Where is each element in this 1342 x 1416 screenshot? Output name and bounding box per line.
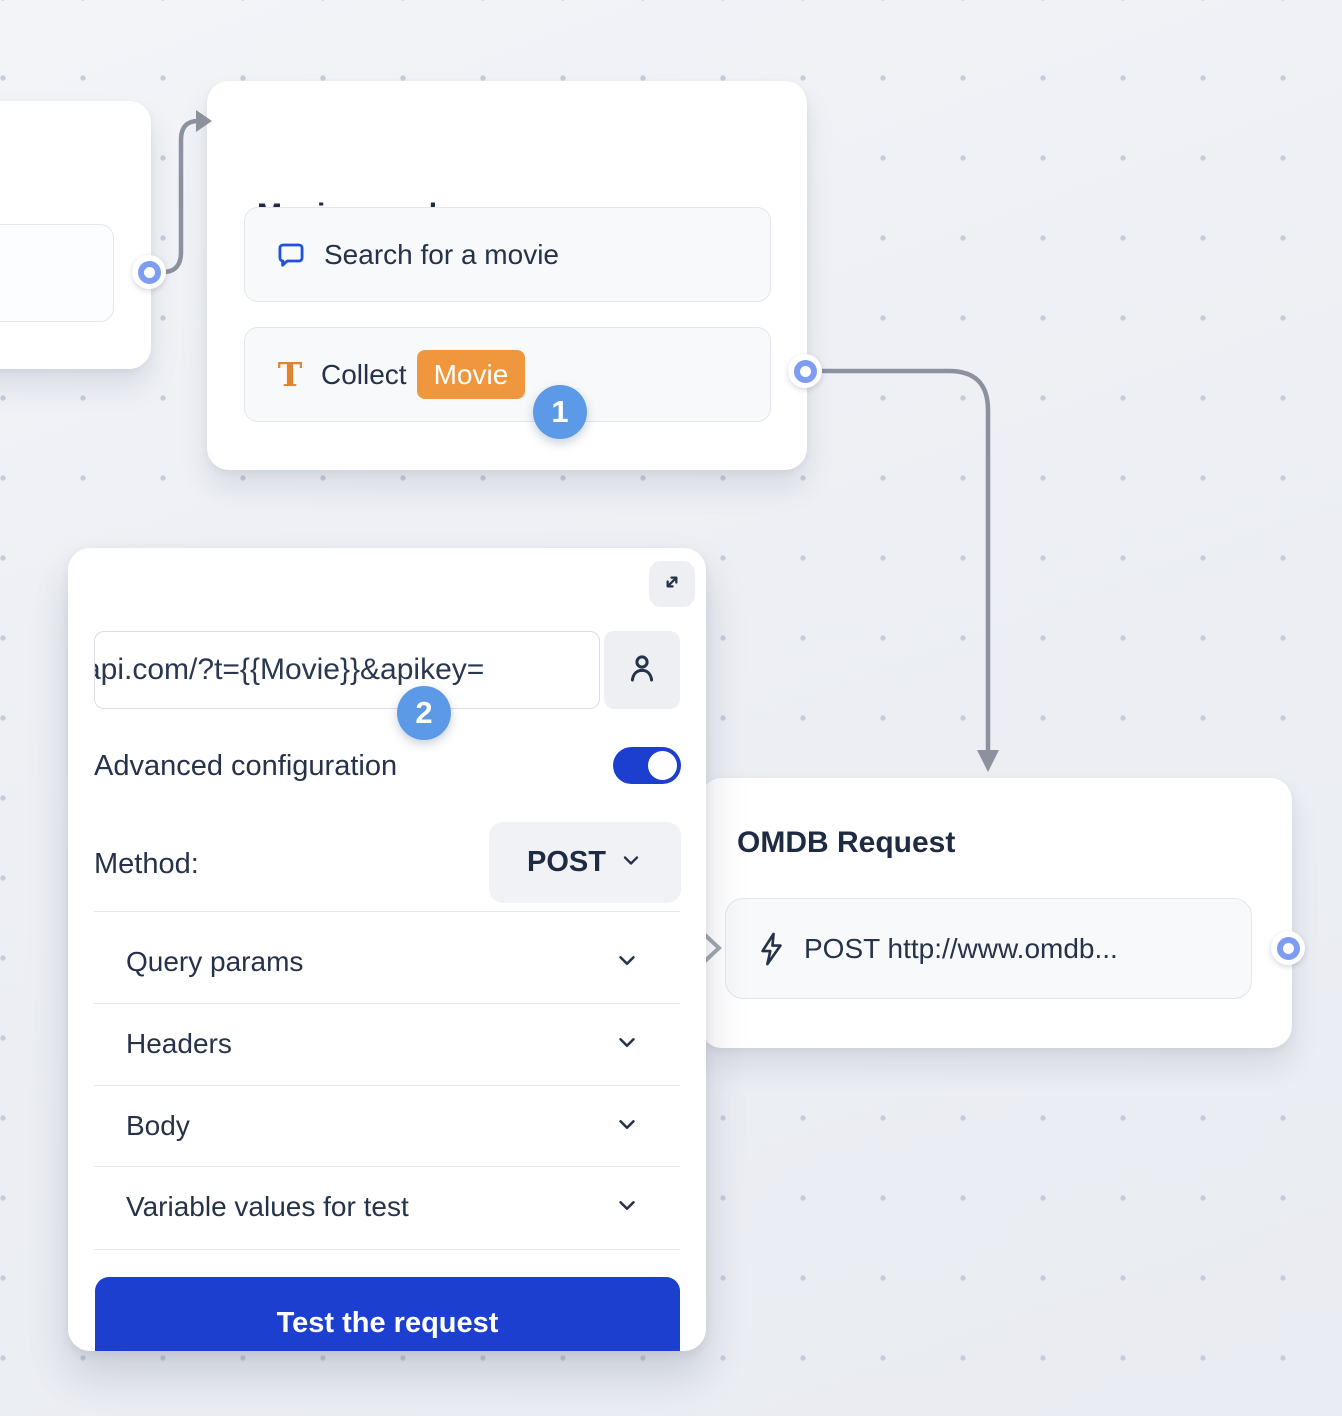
output-port-movie-node[interactable]	[788, 354, 822, 388]
section-label: Body	[126, 1110, 190, 1141]
section-body[interactable]: Body	[94, 1086, 680, 1166]
divider	[94, 911, 680, 912]
url-input-value: api.com/?t={{Movie}}&apikey=	[94, 653, 485, 686]
node-item-label: Search for a movie	[324, 238, 559, 270]
variable-chip: Movie	[416, 349, 526, 400]
output-port-left-node[interactable]	[132, 255, 166, 289]
connector-left-to-movie	[160, 118, 201, 275]
method-value: POST	[527, 846, 606, 878]
node-item-label: Collect	[321, 358, 407, 390]
section-variable-values[interactable]: Variable values for test	[94, 1167, 680, 1247]
node-title: OMDB Request	[737, 826, 956, 859]
divider	[94, 1003, 680, 1004]
method-select[interactable]: POST	[489, 822, 681, 903]
chevron-down-icon	[614, 1111, 640, 1142]
section-headers[interactable]: Headers	[94, 1004, 680, 1084]
method-label: Method:	[94, 848, 199, 880]
text-collect-icon: T	[277, 355, 303, 394]
node-item-webhook[interactable]: POST http://www.omdb...	[725, 898, 1252, 999]
variable-insert-button[interactable]	[604, 631, 680, 709]
omdb-request-node[interactable]: OMDB Request POST http://www.omdb...	[700, 778, 1292, 1048]
partial-node-item[interactable]	[0, 224, 114, 322]
chevron-down-icon	[619, 848, 643, 877]
expand-button[interactable]	[649, 561, 695, 607]
node-item-collect-variable[interactable]: T Collect Movie	[244, 327, 771, 422]
divider	[94, 1166, 680, 1167]
lightning-icon	[755, 931, 788, 967]
movie-search-node[interactable]: Movie search Search for a movie T Collec…	[207, 81, 807, 470]
step-badge-1: 1	[533, 385, 587, 439]
advanced-configuration-label: Advanced configuration	[94, 750, 398, 782]
webhook-config-panel: api.com/?t={{Movie}}&apikey= 2 Advanced …	[68, 548, 706, 1351]
arrowhead-down	[977, 750, 999, 772]
url-input[interactable]: api.com/?t={{Movie}}&apikey=	[94, 631, 600, 709]
advanced-configuration-toggle[interactable]	[613, 747, 681, 784]
output-port-omdb-node[interactable]	[1271, 931, 1305, 965]
test-request-button[interactable]: Test the request	[95, 1277, 680, 1351]
chevron-down-icon	[614, 1029, 640, 1060]
section-query-params[interactable]: Query params	[94, 922, 680, 1002]
person-icon	[624, 650, 660, 691]
divider	[94, 1249, 680, 1250]
section-label: Headers	[126, 1028, 232, 1059]
expand-icon	[659, 569, 685, 600]
section-label: Query params	[126, 946, 304, 977]
chevron-down-icon	[614, 947, 640, 978]
toggle-knob	[648, 751, 677, 780]
section-label: Variable values for test	[126, 1191, 409, 1222]
connector-movie-to-omdb	[820, 368, 991, 755]
step-badge-2: 2	[397, 686, 451, 740]
chat-bubble-icon	[275, 239, 307, 271]
divider	[94, 1085, 680, 1086]
node-item-send-message[interactable]: Search for a movie	[244, 207, 771, 302]
node-item-label: POST http://www.omdb...	[804, 932, 1118, 964]
partial-node-card[interactable]	[0, 101, 151, 369]
chevron-down-icon	[614, 1192, 640, 1223]
